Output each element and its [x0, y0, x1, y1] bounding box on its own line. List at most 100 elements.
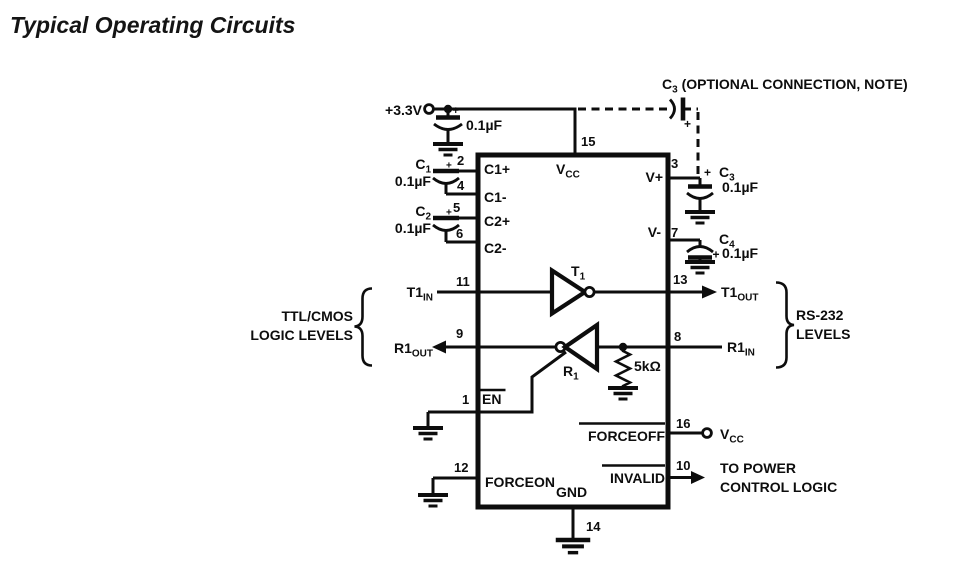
ttl-levels-annotation: TTL/CMOS LOGIC LEVELS [250, 287, 373, 367]
label-c1-minus: C1- [484, 189, 507, 205]
pin8-number: 8 [674, 329, 681, 344]
pin16-number: 16 [676, 416, 690, 431]
pin1-number: 1 [462, 392, 469, 407]
rs232-label-line2: LEVELS [796, 326, 850, 342]
cap-curved-plate [668, 98, 676, 120]
dashed-wire [683, 107, 700, 176]
c3-name: C3 [719, 164, 735, 184]
ground-symbol [606, 386, 640, 401]
r1out-label: R1OUT [394, 340, 433, 360]
label-en: EN [482, 391, 501, 407]
arrow-right-icon [691, 471, 705, 484]
ground-symbol [683, 210, 717, 225]
pin9-number: 9 [456, 326, 463, 341]
forceoff-pin: 16 VCC [666, 416, 744, 446]
label-invalid: INVALID [610, 470, 665, 486]
arrow-right-icon [702, 285, 717, 299]
rs232-levels-annotation: RS-232 LEVELS [775, 281, 850, 369]
pulldown-resistor-5k [613, 347, 633, 388]
t1in-label: T1IN [407, 284, 433, 304]
c4-value: 0.1µF [722, 245, 759, 261]
pin4-stub [444, 183, 480, 196]
plus-sign: + [704, 166, 711, 180]
r1-receiver: 9 R1OUT R1 8 R1IN 5kΩ [394, 321, 755, 401]
supply-label: +3.3V [385, 102, 423, 118]
label-c2-minus: C2- [484, 240, 507, 256]
en-wire [428, 350, 567, 414]
vcc-right-label: VCC [720, 426, 744, 446]
bypass-capacitor: + 0.1µF [431, 105, 503, 157]
plus-sign: + [446, 161, 452, 172]
en-pin: 1 [411, 350, 567, 441]
cap-curved-plate [686, 245, 714, 254]
t1-buffer [549, 266, 589, 318]
pin5-number: 5 [453, 200, 460, 215]
supply-terminal [423, 103, 435, 115]
ttl-label-line2: LOGIC LEVELS [250, 327, 353, 343]
c1-capacitor: 2 + 4 C1 0.1µF [395, 153, 480, 196]
r1in-label: R1IN [727, 339, 755, 359]
ground-symbol [416, 493, 450, 508]
supply-rail: +3.3V 15 [385, 102, 595, 155]
power-logic-line2: CONTROL LOGIC [720, 479, 837, 495]
pin2-number: 2 [457, 153, 464, 168]
label-v-plus: V+ [645, 169, 663, 185]
forceon-wire [431, 476, 480, 495]
plus-sign: + [713, 248, 720, 262]
t1-transmitter: 11 T1IN T1 13 T1OUT [407, 263, 758, 318]
cap-curved-plate [432, 176, 460, 185]
label-c2-plus: C2+ [484, 213, 510, 229]
label-gnd: GND [556, 484, 587, 500]
plus-sign: + [453, 105, 459, 117]
pin14-number: 14 [586, 519, 601, 534]
ground-symbol [556, 540, 591, 553]
label-v-minus: V- [648, 224, 662, 240]
label-c1-plus: C1+ [484, 161, 510, 177]
rs232-label-line1: RS-232 [796, 307, 844, 323]
ground-symbol [411, 426, 445, 441]
pin4-number: 4 [457, 178, 465, 193]
r1-name: R1 [563, 363, 579, 383]
pin3-number: 3 [671, 156, 678, 171]
c4-capacitor: 7 + C4 0.1µF [666, 225, 759, 275]
ttl-label-line1: TTL/CMOS [281, 308, 353, 324]
ic-pin-labels: C1+ C1- C2+ C2- VCC V+ V- EN FORCEOFF IN… [479, 161, 665, 500]
cap-curved-plate [433, 122, 463, 131]
right-brace-icon [775, 281, 795, 369]
c3-value: 0.1µF [722, 179, 759, 195]
label-forceon: FORCEON [485, 474, 555, 490]
pin6-stub [444, 230, 480, 244]
c1-value: 0.1µF [395, 173, 432, 189]
label-forceoff: FORCEOFF [588, 428, 665, 444]
t1out-label: T1OUT [721, 284, 758, 304]
plus-sign: + [684, 117, 691, 131]
pin7-stub [666, 238, 702, 247]
arrow-left-icon [432, 340, 446, 354]
pin11-number: 11 [456, 274, 470, 289]
power-logic-line1: TO POWER [720, 460, 796, 476]
pin13-number: 13 [673, 272, 687, 287]
supply-wire [433, 107, 577, 155]
resistor-value: 5kΩ [634, 358, 661, 374]
pin12-number: 12 [454, 460, 468, 475]
forceoff-terminal [701, 427, 713, 439]
label-vcc: VCC [556, 161, 580, 181]
t1-name: T1 [571, 263, 586, 283]
c3-capacitor: 3 + C3 0.1µF [666, 156, 759, 225]
ic-outline [475, 152, 671, 510]
ground-symbol [683, 260, 717, 275]
pin10-number: 10 [676, 458, 690, 473]
cap-curved-plate [686, 191, 714, 200]
pin7-number: 7 [671, 225, 678, 240]
optional-note-label: C3 (OPTIONAL CONNECTION, NOTE) [662, 76, 908, 96]
forceon-pin: 12 [416, 460, 480, 508]
c2-name: C2 [415, 203, 431, 223]
pin15-number: 15 [581, 134, 595, 149]
c2-value: 0.1µF [395, 220, 432, 236]
c1-name: C1 [415, 156, 431, 176]
left-brace-icon [354, 287, 373, 367]
c2-capacitor: 5 + 6 C2 0.1µF [395, 200, 480, 244]
page-title: Typical Operating Circuits [10, 12, 295, 38]
